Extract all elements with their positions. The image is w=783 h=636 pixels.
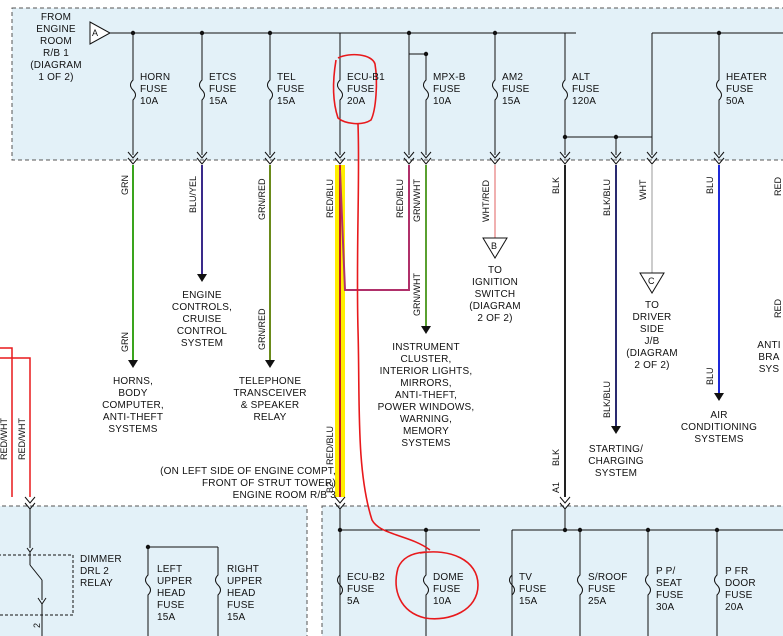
relay-and-head-fuses — [0, 509, 221, 636]
wire-label-wht-red: WHT/RED — [481, 180, 491, 222]
wire-red-wht — [0, 347, 31, 497]
dest-driver-jb: TO DRIVER SIDE J/B (DIAGRAM 2 OF 2) — [626, 300, 678, 371]
wire-label-red-blu-mpx: RED/BLU — [395, 178, 405, 218]
wire-label-red-blu-bottom: RED/BLU — [325, 425, 335, 465]
wire-label-blk-top: BLK — [551, 176, 561, 194]
fuse-ecu-b2: ECU-B2 FUSE 5A — [347, 572, 385, 607]
wire-label-red-wht-1: RED/WHT — [0, 418, 9, 460]
wire-label-blu-top: BLU — [705, 176, 715, 194]
dest-engine-controls: ENGINE CONTROLS, CRUISE CONTROL SYSTEM — [171, 290, 233, 349]
fuse-etcs: ETCS FUSE 15A — [209, 72, 237, 107]
connector-a-triangle — [89, 21, 112, 45]
wire-label-wht: WHT — [638, 179, 648, 201]
fuse-p-pseat: P P/ SEAT FUSE 30A — [656, 566, 684, 613]
engine-room-rb3-note: (ON LEFT SIDE OF ENGINE COMPT, FRONT OF … — [160, 466, 336, 501]
annotation-line — [356, 123, 431, 551]
dest-anti-partial: ANTI BRA SYS — [757, 340, 781, 375]
dest-starting: STARTING/ CHARGING SYSTEM — [588, 444, 644, 479]
fuse-ecu-b1: ECU-B1 FUSE 20A — [347, 72, 385, 107]
fuse-p-fr-door: P FR DOOR FUSE 20A — [725, 566, 756, 613]
source-label: FROM ENGINE ROOM R/B 1 (DIAGRAM 1 OF 2) — [30, 12, 82, 83]
connector-a-label: A — [92, 28, 99, 38]
connector-b-triangle — [482, 237, 508, 259]
fuse-am2: AM2 FUSE 15A — [502, 72, 530, 107]
dest-ignition: TO IGNITION SWITCH (DIAGRAM 2 OF 2) — [469, 265, 521, 324]
engine-room-rb3-box — [321, 505, 783, 636]
dest-telephone: TELEPHONE TRANSCEIVER & SPEAKER RELAY — [233, 376, 307, 423]
wire-label-grn-red-top: GRN/RED — [257, 178, 267, 220]
fuse-tel: TEL FUSE 15A — [277, 72, 305, 107]
wire-label-blk-blu-bottom: BLK/BLU — [602, 380, 612, 418]
fuse-tv: TV FUSE 15A — [519, 572, 547, 607]
left-junction-box — [0, 505, 308, 636]
wire-label-blu-yel: BLU/YEL — [188, 175, 198, 213]
arrow-engine-controls — [197, 274, 207, 282]
wire-label-grn-wht-bottom: GRN/WHT — [412, 273, 422, 316]
dest-instrument: INSTRUMENT CLUSTER, INTERIOR LIGHTS, MIR… — [377, 342, 475, 449]
wire-label-red-wht-2: RED/WHT — [17, 418, 27, 460]
fuse-heater: HEATER FUSE 50A — [726, 72, 768, 107]
annotation-circle-dome — [395, 551, 479, 620]
annotation-circle-ecu-b1 — [332, 53, 378, 125]
arrow-starting — [611, 426, 621, 434]
fuse-horn: HORN FUSE 10A — [140, 72, 171, 107]
fuse-dome: DOME FUSE 10A — [433, 572, 464, 607]
wire-label-red-blu-top: RED/BLU — [325, 178, 335, 218]
top-box-terminals — [127, 151, 725, 165]
connector-b-label: B — [491, 241, 498, 251]
fuse-sroof: S/ROOF FUSE 25A — [588, 572, 628, 607]
head-fuse-node — [145, 544, 151, 550]
wire-label-grn-bottom: GRN — [120, 332, 130, 352]
fuse-mpx-b: MPX-B FUSE 10A — [433, 72, 466, 107]
arrow-air-conditioning — [714, 393, 724, 401]
engine-room-rb1-box — [11, 7, 783, 161]
wire-label-blk-bottom: BLK — [551, 448, 561, 466]
wire-label-grn-top: GRN — [120, 175, 130, 195]
wire-label-grn-wht-top: GRN/WHT — [412, 179, 422, 222]
connector-c-triangle — [639, 272, 665, 294]
rb3-nodes — [337, 527, 720, 533]
wire-label-red-partial-bottom: RED — [773, 298, 783, 318]
dest-air-conditioning: AIR CONDITIONING SYSTEMS — [680, 410, 758, 445]
wire-red-blu-mpx — [339, 165, 410, 291]
fuse-left-upper-head: LEFT UPPER HEAD FUSE 15A — [157, 564, 193, 623]
arrow-telephone — [265, 360, 275, 368]
pin-2: 2 — [32, 622, 42, 628]
connector-c-label: C — [648, 276, 655, 286]
fuse-drops — [130, 33, 722, 155]
fuse-right-upper-head: RIGHT UPPER HEAD FUSE 15A — [227, 564, 263, 623]
dimmer-drl2-relay: DIMMER DRL 2 RELAY — [80, 554, 122, 589]
wire-label-red-partial-top: RED — [773, 176, 783, 196]
dest-horns: HORNS, BODY COMPUTER, ANTI-THEFT SYSTEMS — [102, 376, 164, 435]
wire-label-grn-red-bottom: GRN/RED — [257, 308, 267, 350]
arrow-horns — [128, 360, 138, 368]
wire-label-blu-bottom: BLU — [705, 367, 715, 385]
wire-label-blk-blu-top: BLK/BLU — [602, 178, 612, 216]
fuse-alt: ALT FUSE 120A — [572, 72, 600, 107]
arrow-instrument — [421, 326, 431, 334]
pin-a1: A1 — [551, 481, 561, 493]
